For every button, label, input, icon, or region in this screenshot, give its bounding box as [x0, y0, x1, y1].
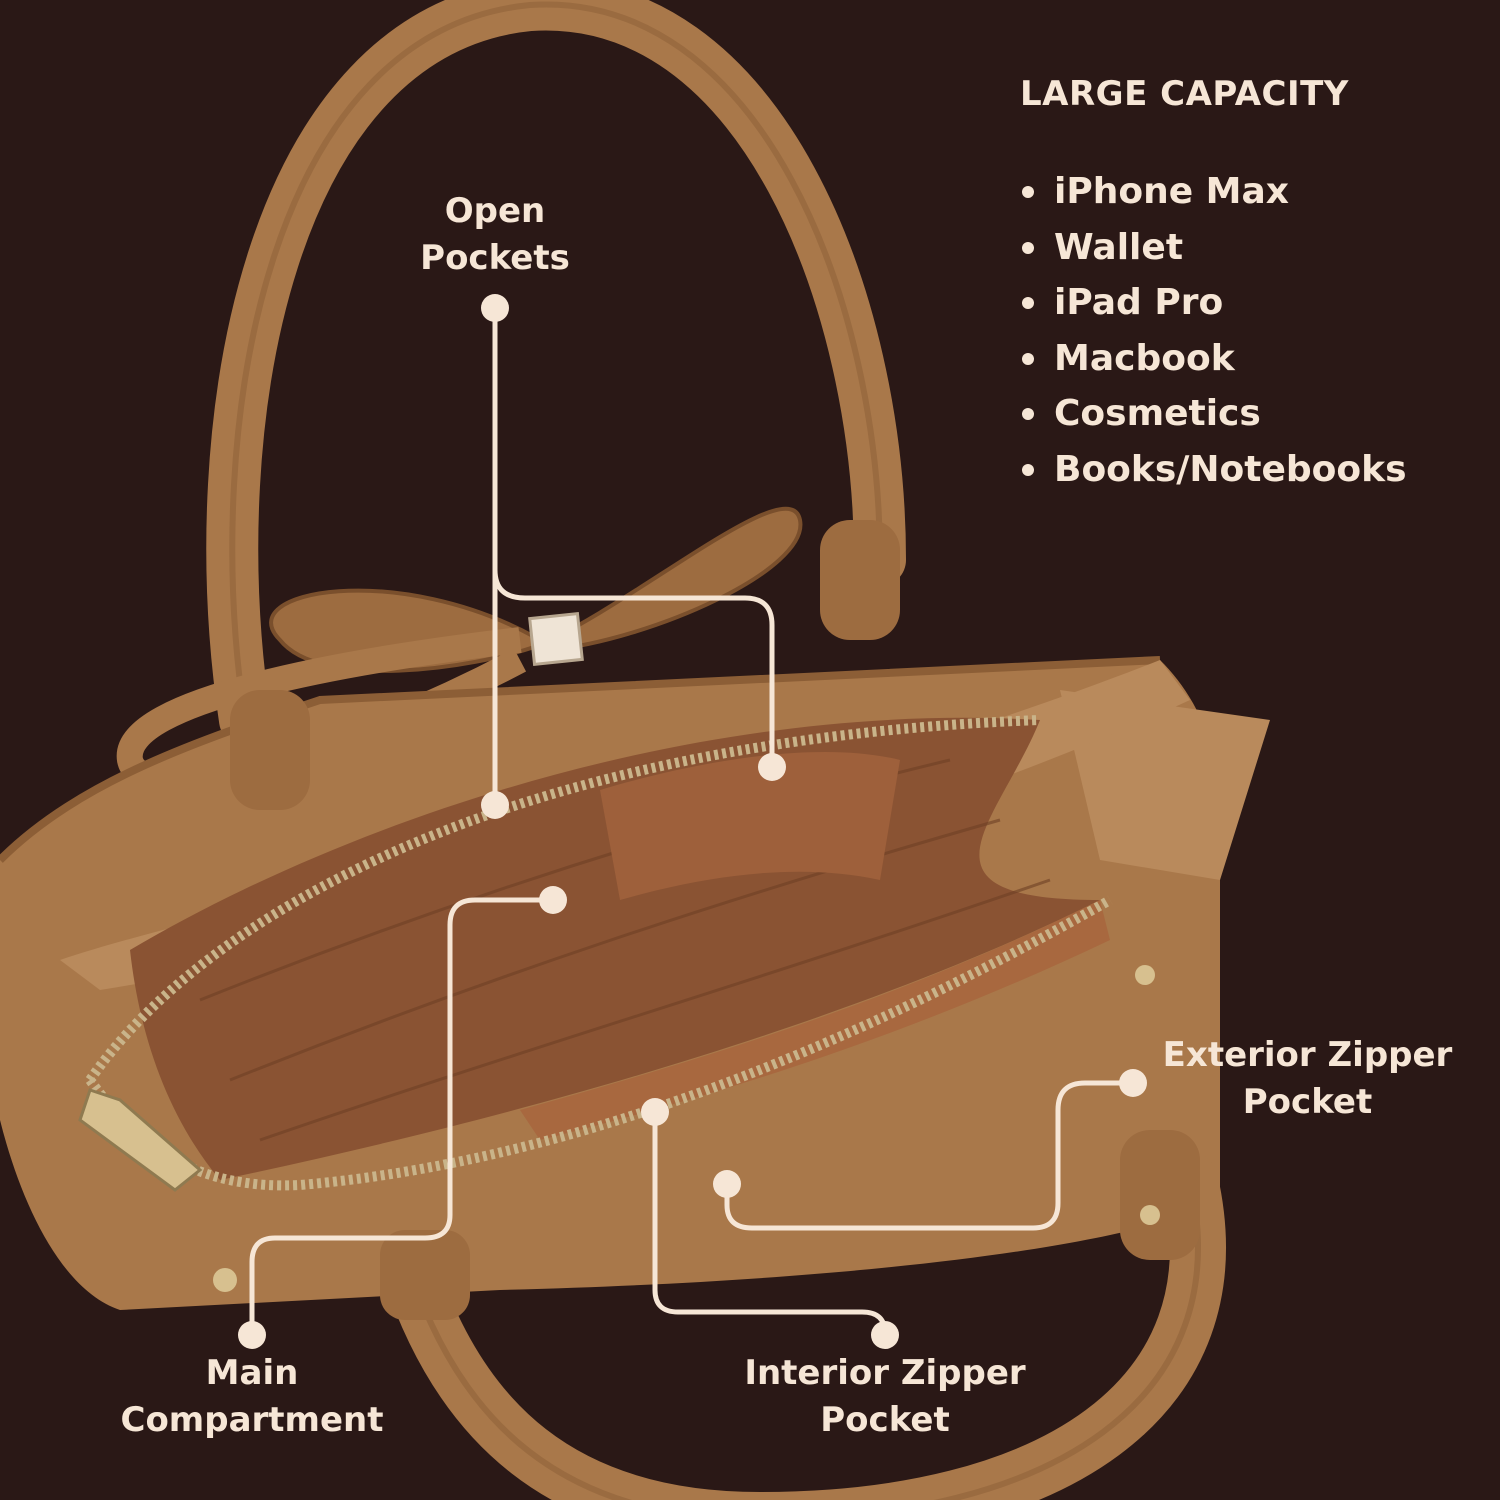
exterior-zipper-leader — [724, 1080, 1133, 1231]
capacity-heading: LARGE CAPACITY — [1020, 74, 1349, 114]
exterior-zipper-pocket-label: Exterior Zipper Pocket — [1162, 1035, 1453, 1122]
upper-zipper — [85, 715, 1041, 1083]
main-compartment-dot — [539, 886, 567, 914]
exterior-zipper-dot — [1119, 1069, 1147, 1097]
interior-pocket — [600, 751, 900, 900]
capacity-item-ipad-pro: iPad Pro — [1020, 275, 1480, 331]
interior-zipper-pocket-label: Interior Zipper Pocket — [744, 1353, 1026, 1440]
capacity-item-macbook: Macbook — [1020, 331, 1480, 387]
capacity-item-wallet: Wallet — [1020, 220, 1480, 276]
capacity-panel: LARGE CAPACITY iPhone Max Wallet iPad Pr… — [1020, 74, 1480, 497]
main-compartment-leader — [249, 897, 553, 1333]
capacity-item-iphone-max: iPhone Max — [1020, 164, 1480, 220]
interior-zipper-dot — [641, 1098, 669, 1126]
main-compartment-label: Main Compartment — [120, 1353, 384, 1440]
open-pockets-label: Open Pockets — [420, 191, 570, 278]
open-pockets-dot — [481, 294, 509, 322]
bow-clasp — [528, 611, 584, 667]
open-pockets-leader — [492, 308, 775, 805]
zipper-pull — [78, 1088, 203, 1192]
capacity-item-books-notebooks: Books/Notebooks — [1020, 442, 1480, 498]
capacity-list: iPhone Max Wallet iPad Pro Macbook Cosme… — [1020, 164, 1480, 497]
capacity-item-cosmetics: Cosmetics — [1020, 386, 1480, 442]
